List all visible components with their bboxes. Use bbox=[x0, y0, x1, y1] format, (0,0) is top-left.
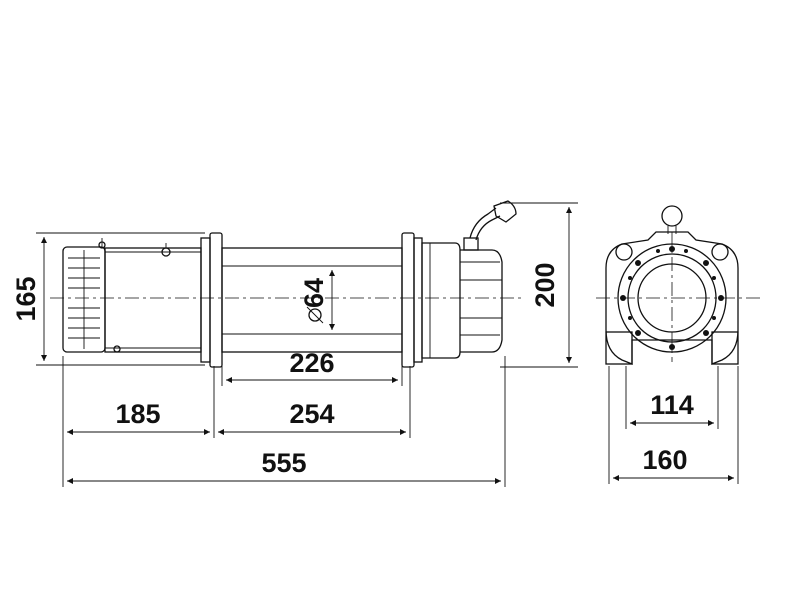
right-foot bbox=[711, 331, 739, 365]
dim-mount-height: 200 bbox=[500, 202, 578, 368]
dim-160-label: 160 bbox=[642, 445, 687, 475]
dim-226-label: 226 bbox=[289, 348, 334, 378]
side-view bbox=[50, 200, 525, 368]
end-housing bbox=[605, 231, 739, 365]
dim-165-label: 165 bbox=[11, 276, 41, 321]
motor-flange bbox=[200, 232, 223, 368]
dim-motor-and-span: 185 254 bbox=[62, 356, 411, 487]
dim-114-label: 114 bbox=[650, 390, 694, 420]
dim-overall-length: 555 bbox=[67, 356, 506, 487]
dim-body-height: 165 bbox=[11, 232, 205, 366]
dim-64-label: 64 bbox=[299, 278, 329, 308]
left-foot bbox=[605, 331, 633, 365]
dim-end-width: 160 bbox=[608, 366, 739, 484]
dim-555-label: 555 bbox=[261, 448, 306, 478]
motor-body bbox=[98, 238, 202, 353]
top-knob bbox=[661, 205, 683, 234]
end-view bbox=[596, 205, 760, 365]
dim-254-label: 254 bbox=[289, 399, 334, 429]
clutch-lever bbox=[463, 200, 517, 251]
dim-bolt-spacing: 114 bbox=[625, 366, 719, 429]
motor-end-cap bbox=[62, 246, 106, 353]
dim-185-label: 185 bbox=[115, 399, 160, 429]
gearbox bbox=[421, 242, 503, 359]
bolt-circle bbox=[620, 246, 724, 350]
dim-200-label: 200 bbox=[530, 262, 560, 307]
dim-drum-diameter: 64 bbox=[299, 270, 335, 330]
dim-drum-length: 226 bbox=[221, 348, 403, 386]
gear-flange bbox=[401, 232, 423, 368]
